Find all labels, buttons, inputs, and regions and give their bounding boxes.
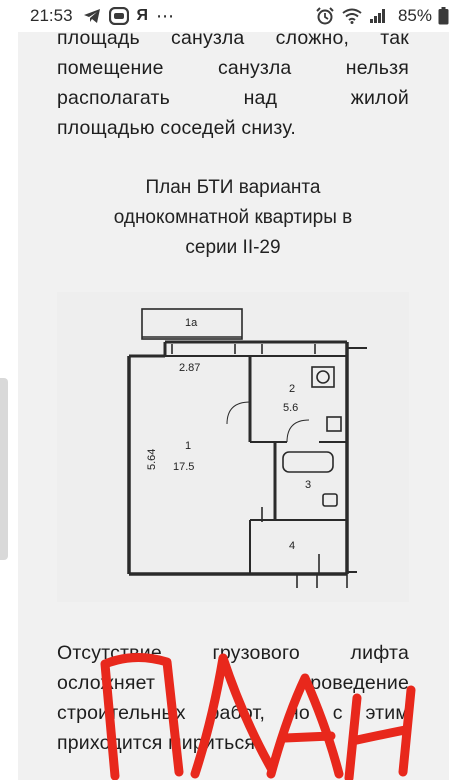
- caption-line: План БТИ варианта: [145, 177, 321, 198]
- alarm-icon: [316, 7, 334, 25]
- text-line: приходится мириться.: [57, 732, 261, 754]
- room-2-number: 2: [289, 383, 295, 395]
- text-line: Отсутствие грузового лифта: [57, 642, 409, 664]
- text-line: строительных работ, но с этим: [57, 702, 409, 724]
- paragraph-bottom: Отсутствие грузового лифта осложняет про…: [57, 638, 409, 758]
- yandex-icon: Я: [136, 7, 149, 24]
- edge-panel-handle[interactable]: [0, 378, 8, 560]
- image-caption: План БТИ варианта однокомнатной квартиры…: [58, 173, 408, 263]
- room-1a-dimension: 2.87: [179, 362, 200, 374]
- caption-line: однокомнатной квартиры в: [113, 207, 353, 228]
- balcony-outline: [141, 308, 243, 340]
- text-line: осложняет проведение: [57, 672, 409, 694]
- text-line: помещение санузла нельзя: [57, 57, 409, 79]
- room-1-number: 1: [185, 440, 191, 452]
- room-1-area: 17.5: [173, 461, 194, 473]
- wifi-icon: [342, 8, 362, 24]
- battery-icon: [438, 7, 449, 25]
- floor-plan-drawing: 1а 2.87 1 17.5 5.64 2 5.6 3 4: [127, 308, 367, 588]
- floor-plan-image[interactable]: 1а 2.87 1 17.5 5.64 2 5.6 3 4: [57, 292, 409, 602]
- messenger-icon: [108, 7, 129, 25]
- telegram-icon: [83, 8, 101, 24]
- text-line: площадь санузла сложно, так: [57, 27, 409, 49]
- battery-percent: 85%: [397, 6, 432, 25]
- stove-outline: [311, 366, 335, 388]
- room-4-number: 4: [289, 540, 295, 552]
- signal-icon: [369, 9, 386, 23]
- room-3-number: 3: [305, 479, 311, 491]
- clock: 21:53: [30, 6, 73, 25]
- bathtub-outline: [282, 451, 334, 473]
- room-2-area: 5.6: [283, 402, 298, 414]
- room-1-dimension: 5.64: [146, 449, 158, 470]
- status-bar: 21:53 Я ⋯ 85%: [0, 0, 467, 32]
- more-dots-icon: ⋯: [156, 5, 175, 26]
- text-line: располагать над жилой: [57, 87, 409, 109]
- text-line: площадью соседей снизу.: [57, 117, 296, 139]
- caption-line: серии II-29: [185, 237, 281, 258]
- room-1a-number: 1а: [185, 317, 198, 329]
- paragraph-top: площадь санузла сложно, так помещение са…: [57, 23, 409, 143]
